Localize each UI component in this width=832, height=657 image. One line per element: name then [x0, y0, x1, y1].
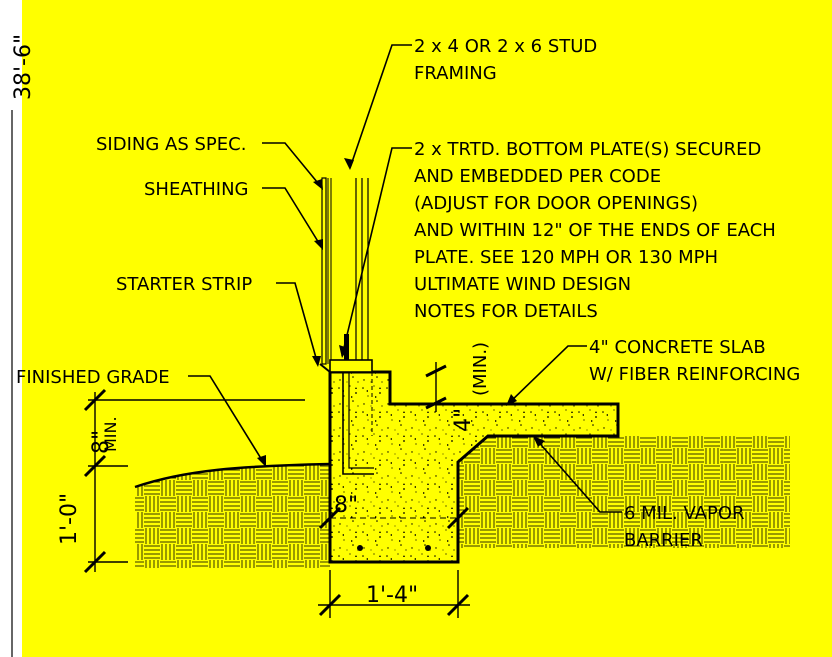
- overall-height-dimension: 38'-6": [11, 34, 36, 100]
- starter-strip-label: STARTER STRIP: [116, 274, 252, 295]
- finished-grade-label: FINISHED GRADE: [16, 367, 170, 388]
- stud-framing-label-line: FRAMING: [414, 63, 497, 84]
- vapor-barrier-label-line: BARRIER: [624, 530, 703, 551]
- anchor-bolt: [348, 368, 374, 469]
- bottom-plate-label-line: AND WITHIN 12" OF THE ENDS OF EACH: [414, 220, 776, 241]
- leader-lines: [188, 44, 622, 513]
- starter-strip: [319, 363, 331, 373]
- bottom-plate-label-line: (ADJUST FOR DOOR OPENINGS): [414, 193, 698, 214]
- sheet-margin: [0, 0, 22, 657]
- siding: [321, 177, 327, 365]
- footing-depth-dimension: 1'-0": [57, 493, 82, 545]
- stud-framing-label-line: 2 x 4 OR 2 x 6 STUD: [414, 36, 597, 57]
- rebar: [357, 545, 363, 551]
- leader-arrowheads: [257, 158, 545, 467]
- slab-min-note: (MIN.): [470, 342, 491, 396]
- concrete-slab-label-line: W/ FIBER REINFORCING: [589, 364, 800, 385]
- grade-min-note: MIN.: [101, 416, 120, 452]
- bottom-plate-label-line: ULTIMATE WIND DESIGN: [414, 274, 631, 295]
- bottom-plate-label-line: NOTES FOR DETAILS: [414, 301, 598, 322]
- slab-thickness-dimension: 4": [451, 408, 476, 432]
- grade-min-dimension: 8": [89, 430, 114, 454]
- grade-line: [134, 462, 331, 489]
- soil-left: [135, 464, 330, 568]
- bottom-plate-label-line: AND EMBEDDED PER CODE: [414, 166, 661, 187]
- footing-width-dimension: 1'-4": [366, 583, 418, 608]
- anchor-bolt-top: [344, 334, 349, 360]
- siding-label: SIDING AS SPEC.: [96, 134, 246, 155]
- bottom-plate-label-line: 2 x TRTD. BOTTOM PLATE(S) SECURED: [414, 139, 761, 160]
- bottom-plate-label-line: PLATE. SEE 120 MPH OR 130 MPH: [414, 247, 718, 268]
- dimension-texts: 8" MIN. 1'-0" 8" 1'-4" 4" (MIN.): [57, 342, 491, 608]
- bottom-plate: [329, 359, 373, 373]
- footing-rebar-zone: [329, 517, 459, 563]
- stem-width-dimension: 8": [334, 493, 358, 518]
- concrete-slab-label-line: 4" CONCRETE SLAB: [589, 337, 766, 358]
- callout-labels: 2 x 4 OR 2 x 6 STUD FRAMING 2 x TRTD. BO…: [16, 36, 800, 551]
- soil-right: [458, 436, 790, 548]
- dimension-lines: [83, 362, 470, 618]
- anchor-bolt: [342, 368, 374, 475]
- sheathing-label: SHEATHING: [144, 179, 249, 200]
- vapor-barrier-label-line: 6 MIL. VAPOR: [624, 503, 745, 524]
- rebar: [425, 545, 431, 551]
